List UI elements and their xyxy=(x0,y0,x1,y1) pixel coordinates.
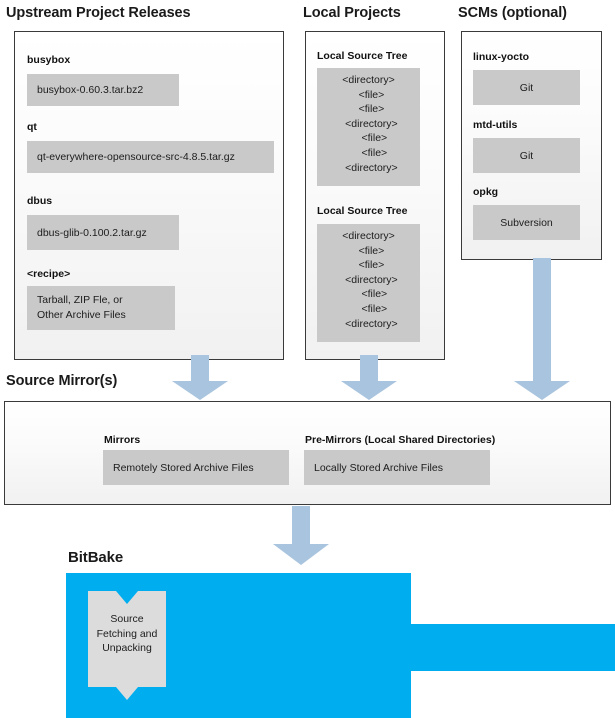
scms-entry-0-label: linux-yocto xyxy=(473,51,530,63)
tree-line: <file> xyxy=(352,103,385,116)
tree-line: <directory> xyxy=(342,74,395,86)
scms-column-title: SCMs (optional) xyxy=(458,5,567,21)
scms-entry-2-label: opkg xyxy=(473,186,499,198)
scms-entry-2-value: Subversion xyxy=(473,205,580,240)
arrow-local-projects-to-mirror xyxy=(341,361,397,400)
local-projects-column-title: Local Projects xyxy=(303,5,401,21)
upstream-entry-1-label: qt xyxy=(27,121,37,133)
upstream-entry-3-value-line2: Other Archive Files xyxy=(37,309,126,321)
mirrors-group-0-value: Remotely Stored Archive Files xyxy=(103,450,289,485)
upstream-entry-2-value: dbus-glib-0.100.2.tar.gz xyxy=(27,215,179,250)
arrow-stem-mirror xyxy=(292,506,310,514)
tree-line: <directory> xyxy=(339,273,398,286)
arrow-stem-local xyxy=(360,355,378,363)
arrow-stem-upstream xyxy=(191,355,209,363)
upstream-entry-1-value: qt-everywhere-opensource-src-4.8.5.tar.g… xyxy=(27,141,274,173)
local-tree-0-label: Local Source Tree xyxy=(317,50,408,62)
tree-line: <directory> xyxy=(339,317,398,330)
arrow-upstream-to-mirror xyxy=(172,361,228,400)
upstream-entry-0-value: busybox-0.60.3.tar.bz2 xyxy=(27,74,179,106)
arrow-stem-scms xyxy=(533,258,551,363)
source-mirrors-title: Source Mirror(s) xyxy=(6,373,118,389)
upstream-entry-2-label: dbus xyxy=(27,195,53,207)
tree-line: <file> xyxy=(352,88,385,101)
tree-line: <directory> xyxy=(339,161,398,174)
scms-entry-1-label: mtd-utils xyxy=(473,119,518,131)
bitbake-body xyxy=(66,573,615,718)
local-tree-1-content: <directory> <file> <file> <directory> <f… xyxy=(317,224,420,342)
tree-line: <file> xyxy=(349,288,388,301)
tree-line: <directory> xyxy=(342,230,395,242)
arrow-mirror-to-bitbake xyxy=(273,512,329,565)
upstream-entry-3-value-line1: Tarball, ZIP Fle, or xyxy=(37,294,123,306)
scms-entry-1-value: Git xyxy=(473,138,580,173)
upstream-column-title: Upstream Project Releases xyxy=(6,5,191,21)
mirrors-group-0-label: Mirrors xyxy=(104,434,141,446)
arrow-scms-to-mirror xyxy=(514,361,570,400)
task-line-1: Source xyxy=(110,613,144,625)
mirrors-group-1-value: Locally Stored Archive Files xyxy=(304,450,490,485)
local-tree-1-label: Local Source Tree xyxy=(317,205,408,217)
bitbake-title: BitBake xyxy=(68,549,124,566)
mirrors-group-1-label: Pre-Mirrors (Local Shared Directories) xyxy=(305,434,496,446)
upstream-entry-0-label: busybox xyxy=(27,54,71,66)
tree-line: <file> xyxy=(352,244,385,257)
tree-line: <directory> xyxy=(339,117,398,130)
tree-line: <file> xyxy=(349,146,388,159)
source-fetching-task-shape xyxy=(88,591,166,700)
task-line-3: Unpacking xyxy=(102,642,152,654)
local-tree-0-content: <directory> <file> <file> <directory> <f… xyxy=(317,68,420,186)
upstream-entry-3-value: Tarball, ZIP Fle, or Other Archive Files xyxy=(27,286,175,330)
upstream-entry-3-label: <recipe> xyxy=(27,268,71,280)
tree-line: <file> xyxy=(349,132,388,145)
task-line-2: Fetching and xyxy=(96,627,158,640)
tree-line: <file> xyxy=(349,302,388,315)
scms-entry-0-value: Git xyxy=(473,70,580,105)
tree-line: <file> xyxy=(352,259,385,272)
